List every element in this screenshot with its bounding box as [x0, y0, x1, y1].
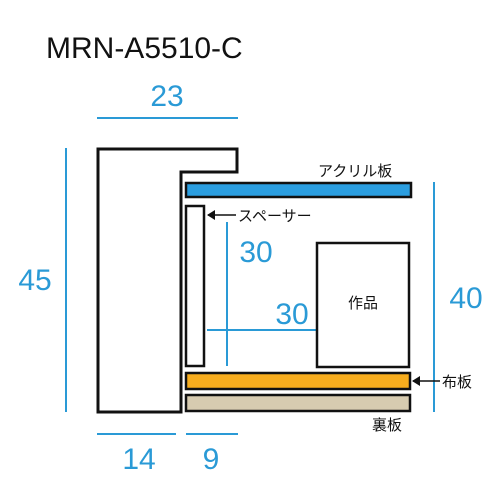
acrylic-panel: [184, 181, 413, 199]
label-artwork: 作品: [348, 294, 378, 312]
dim-total-height: 45: [18, 264, 51, 297]
label-back: 裏板: [372, 416, 402, 434]
dim-bottom-left: 14: [122, 443, 155, 476]
back-board: [184, 393, 412, 413]
dim-inner-height: 30: [239, 236, 272, 269]
product-code-title: MRN-A5510-C: [46, 32, 243, 65]
dim-top-width: 23: [150, 80, 183, 113]
dim-bottom-right: 9: [203, 443, 220, 476]
arrow-left-icon: [412, 376, 420, 386]
label-acrylic: アクリル板: [318, 162, 392, 180]
spacer: [184, 204, 206, 368]
arrow-left-icon: [207, 210, 215, 220]
label-spacer: スペーサー: [238, 207, 312, 225]
label-cloth: 布板: [442, 373, 472, 391]
cloth-pointer: [412, 376, 440, 386]
dim-right-height: 40: [449, 282, 482, 315]
dimension-lines: [65, 117, 435, 435]
spacer-pointer: [207, 210, 236, 220]
dim-inner-depth: 30: [275, 298, 308, 331]
artwork: [315, 241, 411, 369]
cloth-board: [184, 371, 412, 391]
frame-profile: [96, 147, 239, 414]
